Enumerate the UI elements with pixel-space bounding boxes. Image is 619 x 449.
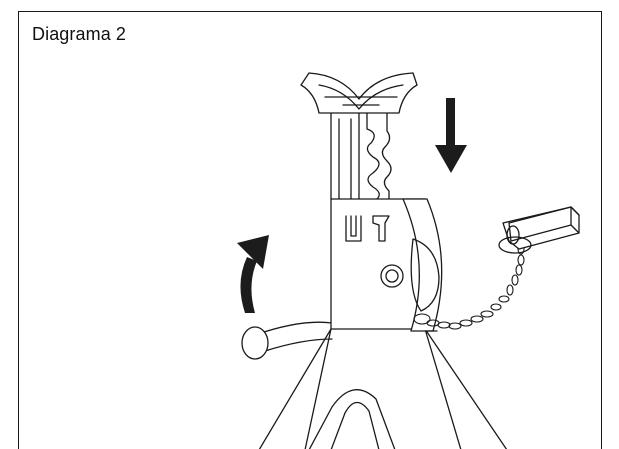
- head-block: [330, 198, 426, 330]
- chain-icon: [413, 243, 525, 330]
- saddle: [300, 72, 418, 114]
- curved-up-arrow-icon: [237, 235, 269, 313]
- jack-stand-illustration: [237, 72, 580, 449]
- down-arrow-icon: [435, 98, 467, 173]
- stand-base-legs: [258, 328, 508, 449]
- locking-lever: [402, 198, 443, 332]
- ratchet-column: [330, 112, 392, 200]
- diagram-caption: Diagrama 2: [32, 24, 127, 44]
- ratchet-handle: [241, 321, 333, 360]
- diagram-frame: Diagrama 2: [18, 11, 602, 449]
- safety-pin-icon: [498, 206, 580, 254]
